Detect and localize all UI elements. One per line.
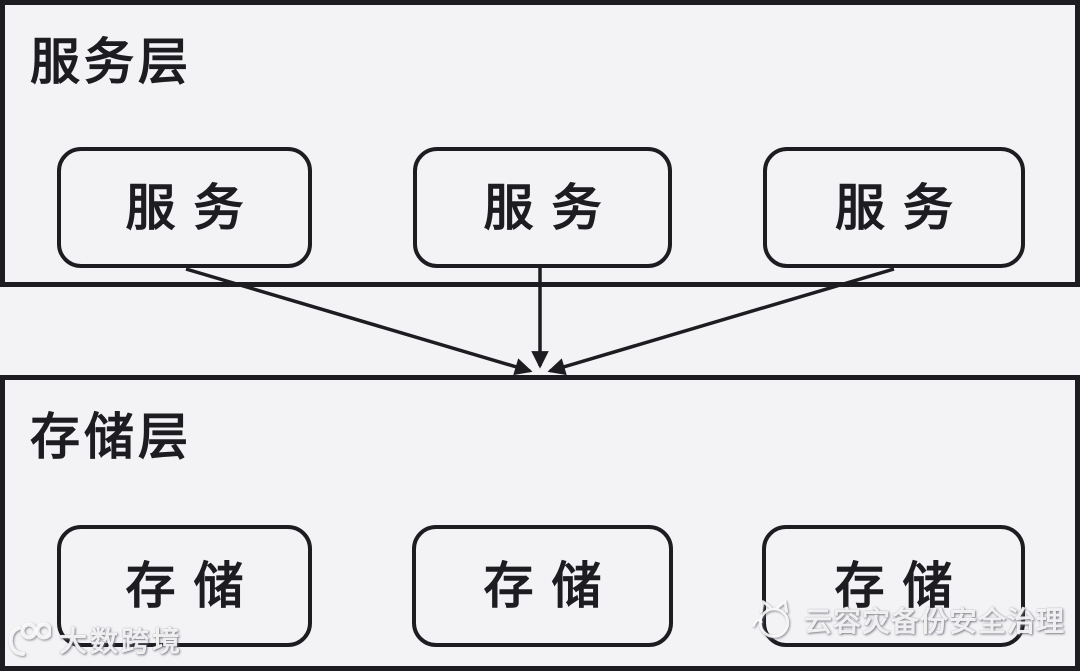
storage-layer-container: 存储层 存储 存储 存储 — [0, 375, 1080, 671]
service-node-1-label: 服务 — [125, 179, 262, 236]
storage-node-1-label: 存储 — [125, 558, 262, 614]
service-layer-title: 服务层 — [30, 34, 192, 90]
service-node-3-label: 服务 — [835, 179, 971, 236]
service-node-2: 服务 — [413, 147, 672, 268]
service-node-1: 服务 — [57, 147, 312, 268]
storage-layer-title: 存储层 — [30, 409, 192, 465]
storage-node-2-label: 存储 — [483, 558, 620, 614]
storage-node-3: 存储 — [762, 525, 1025, 647]
storage-node-3-label: 存储 — [834, 558, 971, 614]
service-node-3: 服务 — [763, 147, 1025, 268]
storage-node-1: 存储 — [57, 525, 312, 647]
service-layer-container: 服务层 服务 服务 服务 — [0, 0, 1080, 287]
storage-node-2: 存储 — [412, 525, 673, 647]
service-node-2-label: 服务 — [483, 179, 620, 236]
